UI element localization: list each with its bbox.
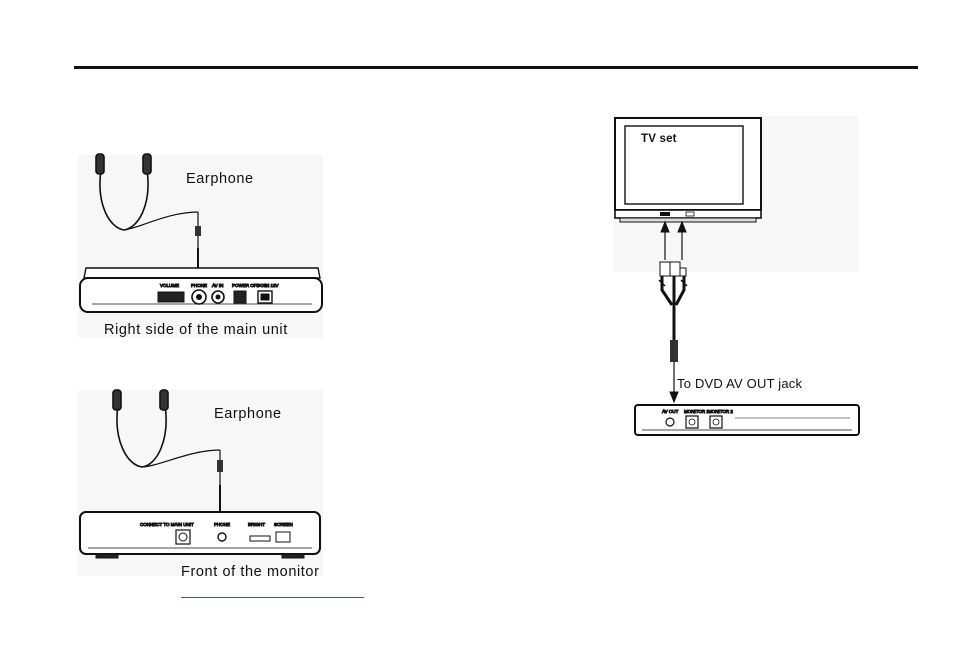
jack-label-monitor-2: MONITOR 2 — [708, 409, 733, 414]
jack-label-monitor-1: MONITOR 1 — [684, 409, 709, 414]
signal-arrows — [661, 222, 686, 260]
jack-label-av-out: AV OUT — [662, 409, 679, 414]
tv-set-label: TV set — [641, 133, 677, 145]
tv-icon — [615, 118, 761, 222]
cable-label: To DVD AV OUT jack — [677, 376, 802, 391]
dvd-unit: AV OUT MONITOR 1 MONITOR 2 — [635, 405, 859, 435]
